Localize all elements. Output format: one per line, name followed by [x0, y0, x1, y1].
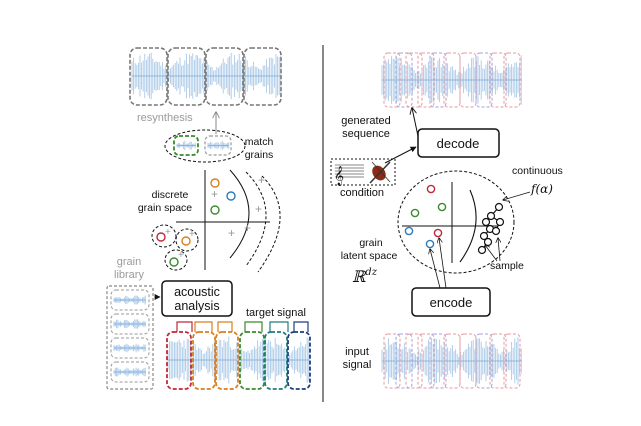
pink-grain-box — [429, 333, 447, 389]
generated-sequence-label-1: generated — [341, 115, 391, 127]
violin-icon — [369, 161, 391, 184]
acoustic-analysis-label-1: acoustic — [174, 285, 220, 299]
grain-space-plus-marks: + + + + + — [211, 173, 265, 240]
real-space-superscript: dz — [365, 267, 377, 278]
sample-arrow-1 — [485, 245, 498, 262]
latent-space-label-1: grain — [359, 237, 383, 249]
resynthesis-grain-boxes — [129, 47, 282, 106]
resynthesis-waveform — [129, 47, 282, 106]
input-signal-waveform — [381, 333, 522, 389]
latent-space-ellipse — [397, 170, 515, 274]
pink-grain-box — [475, 52, 493, 108]
pink-grain-box — [503, 52, 521, 108]
input-signal-label-2: signal — [343, 359, 372, 371]
svg-text:+: + — [189, 229, 195, 240]
condition-box — [330, 158, 396, 186]
pink-grain-box — [383, 333, 401, 389]
pink-grain-box — [395, 52, 413, 108]
pink-grain-box — [417, 333, 435, 389]
f-alpha-arrow — [503, 191, 531, 200]
condition-label: condition — [340, 187, 384, 199]
acoustic-analysis-label-2: analysis — [174, 299, 219, 313]
latent-points — [404, 184, 447, 249]
grain-library-label-1: grain — [117, 256, 141, 268]
pink-grain-box — [475, 333, 493, 389]
cluster-plus-marks: + + + — [165, 227, 195, 261]
matched-grain-green — [173, 135, 199, 156]
sample-path — [477, 202, 505, 255]
encode-box — [411, 287, 491, 317]
grain-space-points — [210, 178, 236, 215]
matched-grain-gray — [204, 135, 232, 156]
decode-to-generated-arrow — [412, 108, 419, 137]
pink-grain-box — [489, 333, 507, 389]
grain-space-axes — [176, 170, 270, 270]
treble-clef-icon: 𝄞 — [334, 166, 344, 186]
grain-clusters — [151, 224, 199, 271]
generated-waveform — [381, 52, 522, 108]
pink-grain-box — [429, 52, 447, 108]
input-signal-label-1: input — [345, 346, 369, 358]
svg-text:+: + — [211, 187, 218, 201]
continuous-label: continuous — [512, 165, 563, 177]
encode-to-latent-arrows — [430, 238, 447, 289]
target-signal-waveform — [166, 331, 311, 390]
f-alpha-label: f(α) — [530, 182, 553, 196]
analysis-brackets — [176, 321, 309, 332]
resynthesis-label: resynthesis — [137, 112, 193, 124]
svg-text:+: + — [178, 250, 184, 261]
library-grain-box — [110, 289, 150, 311]
grain-space-label-2: grain space — [138, 202, 192, 214]
match-grains-label-1: match — [245, 136, 274, 148]
real-space-letter: ℝ — [352, 267, 367, 286]
decode-box — [417, 128, 500, 158]
grain-library-items — [110, 289, 150, 383]
pink-grain-box — [489, 52, 507, 108]
decode-label: decode — [437, 136, 480, 151]
real-space-symbol: ℝdz — [352, 267, 378, 286]
pink-grain-box — [395, 333, 413, 389]
target-signal-label: target signal — [246, 307, 306, 319]
pink-grain-box — [503, 333, 521, 389]
pink-grain-box — [383, 52, 401, 108]
pink-grain-box — [459, 333, 477, 389]
match-grains-label-2: grains — [245, 149, 274, 161]
grain-library-box — [106, 285, 154, 390]
latent-space-label-2: latent space — [341, 250, 398, 262]
svg-text:+: + — [258, 173, 265, 187]
sample-label: sample — [490, 260, 524, 272]
pink-grain-box — [459, 52, 477, 108]
encode-label: encode — [430, 295, 473, 310]
svg-text:+: + — [228, 226, 235, 240]
sample-arrow-2 — [498, 238, 500, 262]
library-grain-box — [110, 313, 150, 335]
condition-to-decode-arrow — [384, 146, 417, 164]
grain-space-boundaries — [229, 169, 281, 273]
grain-library-label-2: library — [114, 269, 144, 281]
pink-grain-box — [443, 52, 461, 108]
match-grains-ellipse — [164, 129, 246, 163]
library-grain-box — [110, 337, 150, 359]
music-score-icon — [335, 164, 364, 178]
library-grain-box — [110, 361, 150, 383]
generated-sequence-label-2: sequence — [342, 128, 390, 140]
pink-grain-box — [417, 52, 435, 108]
pink-grain-box — [405, 333, 423, 389]
continuous-boundary — [459, 189, 477, 263]
latent-space-axes — [402, 182, 498, 263]
svg-text:+: + — [255, 202, 262, 216]
pink-grain-box — [443, 333, 461, 389]
acoustic-analysis-box — [161, 280, 233, 317]
grain-space-label-1: discrete — [152, 189, 189, 201]
svg-text:+: + — [165, 227, 171, 238]
svg-text:+: + — [244, 221, 251, 235]
